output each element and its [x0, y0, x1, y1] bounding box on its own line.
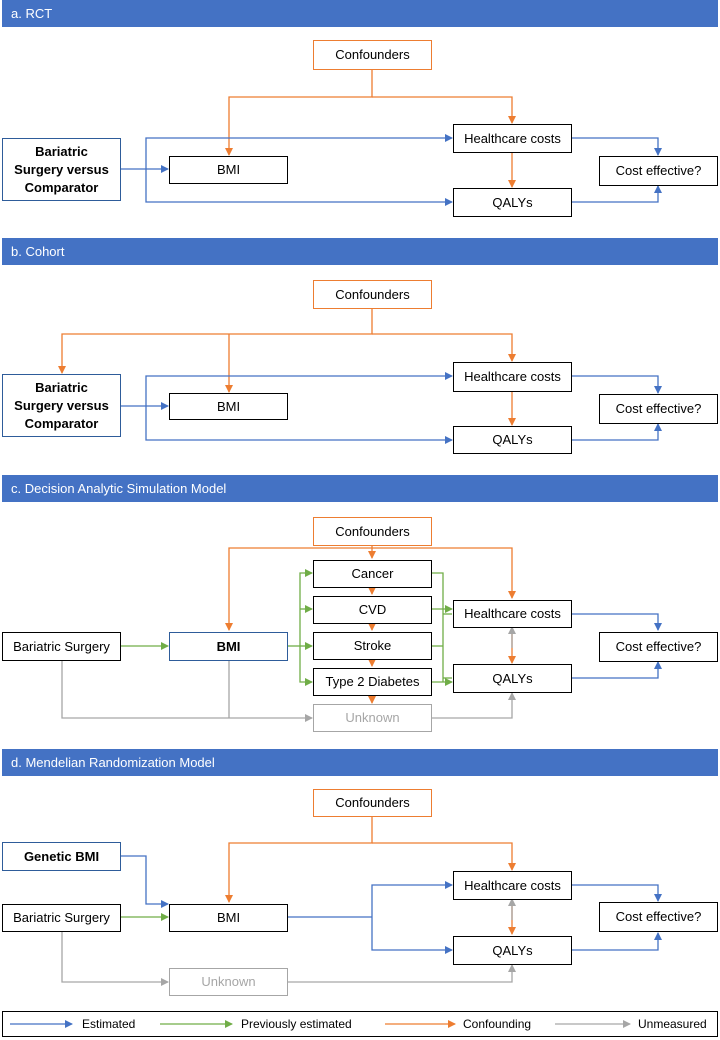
panel-b-qalys-node: QALYs	[453, 426, 572, 454]
panel-d-costs-node: Healthcare costs	[453, 871, 572, 900]
edge-d-int-unknown	[61, 932, 169, 986]
edge-a-costs-out	[572, 137, 662, 156]
panel-a-outcome-node: Cost effective?	[599, 156, 718, 186]
legend-previously-label: Previously estimated	[241, 1017, 352, 1031]
edge-a-int-costs	[145, 134, 453, 169]
legend-unmeasured-label: Unmeasured	[638, 1017, 707, 1031]
edge-b-conf-all	[58, 309, 373, 374]
edge-b-costs-out	[572, 375, 662, 394]
edge-b-int-costs	[145, 372, 453, 406]
edge-a-qalys-out	[572, 185, 662, 203]
panel-a-costs-node: Healthcare costs	[453, 124, 572, 153]
edge-d-conf-bmi	[225, 817, 373, 903]
panel-c-unknown-node: Unknown	[313, 704, 432, 732]
edge-c-cancer-out	[432, 572, 444, 682]
panel-c-outcome-node: Cost effective?	[599, 632, 718, 662]
panel-a-intervention-node: Bariatric Surgery versus Comparator	[2, 138, 121, 201]
edge-c-unknown-qalys	[432, 692, 516, 719]
panel-d-qalys-node: QALYs	[453, 936, 572, 965]
panel-b-outcome-node: Cost effective?	[599, 394, 718, 424]
panel-a-bmi-node: BMI	[169, 156, 288, 184]
edge-c-costs-out	[572, 613, 662, 631]
edge-a-conf-bmi	[225, 70, 373, 156]
panel-d-header: d. Mendelian Randomization Model	[2, 749, 718, 776]
edge-c-split-cancer	[299, 569, 313, 646]
edge-d-unknown-qalys	[288, 964, 516, 983]
panel-b-header: b. Cohort	[2, 238, 718, 265]
panel-c-costs-node: Healthcare costs	[453, 600, 572, 628]
panel-c-header: c. Decision Analytic Simulation Model	[2, 475, 718, 502]
panel-d-bmi-node: BMI	[169, 904, 288, 932]
panel-c-cvd-node: CVD	[313, 596, 432, 624]
panel-d-outcome-node: Cost effective?	[599, 902, 718, 932]
panel-c-t2d-node: Type 2 Diabetes	[313, 668, 432, 696]
edge-d-conf-costs	[372, 842, 516, 871]
edge-c-split-t2d	[299, 646, 313, 686]
panel-b-intervention-node: Bariatric Surgery versus Comparator	[2, 374, 121, 437]
edge-d-split-costs	[371, 881, 453, 917]
panel-b-bmi-node: BMI	[169, 393, 288, 420]
legend	[2, 1011, 718, 1037]
edge-d-qalys-out	[572, 932, 662, 951]
panel-a-confounders-node: Confounders	[313, 40, 432, 70]
edge-c-int-unknown	[61, 661, 313, 722]
panel-c-bmi-node: BMI	[169, 632, 288, 661]
panel-b-costs-node: Healthcare costs	[453, 362, 572, 392]
panel-b-confounders-node: Confounders	[313, 280, 432, 309]
legend-confounding-label: Confounding	[463, 1017, 532, 1031]
edge-d-costs-out	[572, 884, 662, 902]
edge-c-conf-costs	[372, 547, 516, 599]
panel-c-stroke-node: Stroke	[313, 632, 432, 660]
legend-estimated-label: Estimated	[82, 1017, 136, 1031]
edge-c-conf-bmi	[225, 546, 373, 631]
edge-a-int-qalys	[145, 169, 453, 206]
edge-a-conf-costs	[372, 96, 516, 124]
panel-c-confounders-node: Confounders	[313, 517, 432, 546]
panel-d-genetic-node: Genetic BMI	[2, 842, 121, 871]
panel-d-unknown-node: Unknown	[169, 968, 288, 996]
panel-d-confounders-node: Confounders	[313, 789, 432, 817]
panel-d-intervention-node: Bariatric Surgery	[2, 904, 121, 932]
panel-c-cancer-node: Cancer	[313, 560, 432, 588]
edge-b-int-qalys	[145, 406, 453, 444]
edge-d-genetic-bmi	[121, 855, 169, 908]
panel-c-intervention-node: Bariatric Surgery	[2, 632, 121, 661]
edge-b-qalys-out	[572, 423, 662, 441]
panel-a-qalys-node: QALYs	[453, 188, 572, 217]
edge-c-qalys-out	[572, 661, 662, 679]
edge-d-split-qalys	[371, 917, 453, 954]
panel-c-qalys-node: QALYs	[453, 664, 572, 693]
edge-b-conf-costs	[372, 333, 516, 362]
panel-a-header: a. RCT	[2, 0, 718, 27]
